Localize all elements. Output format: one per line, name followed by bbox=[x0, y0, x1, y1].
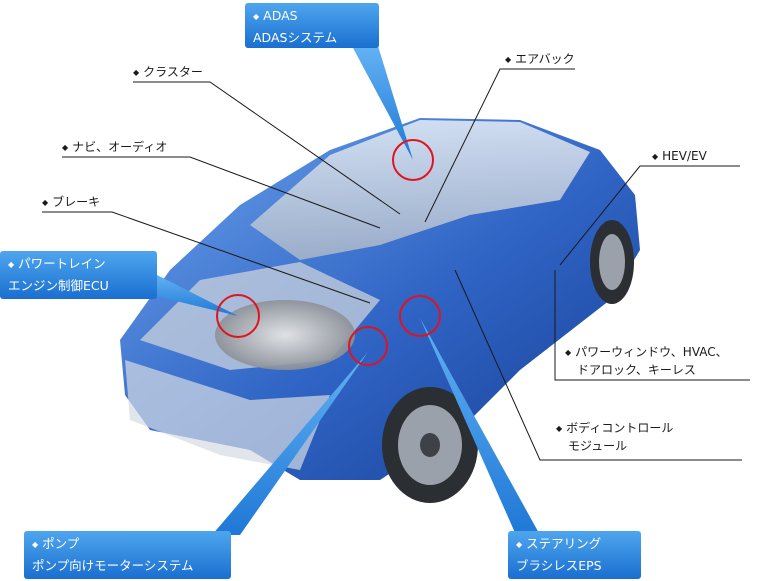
brake-leader bbox=[42, 211, 371, 304]
car-glass bbox=[250, 120, 590, 260]
cluster-label: ◆クラスター bbox=[133, 64, 203, 82]
pump-callout: ◆ポンプ ポンプ向けモーターシステム bbox=[24, 531, 231, 579]
navi-label: ◆ナビ、オーディオ bbox=[62, 139, 167, 157]
airbag-leader bbox=[424, 68, 575, 223]
bullet-icon: ◆ bbox=[42, 198, 49, 207]
pump-beam bbox=[212, 352, 368, 535]
powertrain-beam bbox=[155, 274, 238, 316]
hev-text: HEV/EV bbox=[662, 149, 707, 163]
steering-marker bbox=[399, 295, 441, 337]
bullet-icon: ◆ bbox=[253, 12, 260, 21]
airbag-text: エアバック bbox=[515, 52, 575, 66]
body-text-1: ボディコントロール bbox=[566, 421, 674, 435]
cluster-leader bbox=[133, 81, 401, 215]
pump-marker bbox=[348, 326, 388, 366]
rear-wheel bbox=[590, 220, 634, 304]
window-text-1: パワーウィンドウ、HVAC、 bbox=[575, 345, 728, 359]
steering-subtitle: ブラシレスEPS bbox=[516, 558, 602, 573]
bullet-icon: ◆ bbox=[516, 540, 523, 549]
pump-title: ポンプ bbox=[42, 536, 80, 551]
bullet-icon: ◆ bbox=[565, 348, 572, 357]
hev-leader bbox=[559, 165, 740, 266]
window-text-2: ドアロック、キーレス bbox=[577, 363, 696, 377]
adas-subtitle: ADASシステム bbox=[253, 30, 338, 45]
adas-title: ADAS bbox=[263, 8, 298, 23]
bullet-icon: ◆ bbox=[133, 68, 140, 77]
adas-beam bbox=[352, 46, 413, 160]
front-wheel bbox=[382, 387, 478, 503]
car-body-shape bbox=[120, 118, 640, 480]
steering-callout: ◆ステアリング ブラシレスEPS bbox=[508, 531, 641, 579]
bullet-icon: ◆ bbox=[62, 143, 69, 152]
bullet-icon: ◆ bbox=[8, 260, 15, 269]
hev-label: ◆HEV/EV bbox=[652, 148, 707, 166]
car-illustration bbox=[120, 118, 640, 503]
leader-lines bbox=[42, 68, 750, 461]
powertrain-marker bbox=[216, 294, 260, 338]
car-bumper bbox=[125, 360, 330, 470]
engine-block bbox=[215, 300, 355, 370]
body-text-2: モジュール bbox=[568, 439, 628, 453]
brake-label: ◆ブレーキ bbox=[42, 194, 100, 212]
airbag-label: ◆エアバック bbox=[505, 51, 575, 69]
adas-callout: ◆ADAS ADASシステム bbox=[245, 3, 379, 48]
powertrain-title: パワートレイン bbox=[18, 256, 106, 271]
steering-title: ステアリング bbox=[526, 536, 602, 551]
window-label: ◆パワーウィンドウ、HVAC、 ドアロック、キーレス bbox=[565, 344, 728, 379]
bullet-icon: ◆ bbox=[556, 424, 563, 433]
bullet-icon: ◆ bbox=[32, 540, 39, 549]
powertrain-subtitle: エンジン制御ECU bbox=[8, 278, 109, 293]
steering-beam bbox=[420, 318, 540, 535]
powertrain-callout: ◆パワートレイン エンジン制御ECU bbox=[0, 251, 157, 299]
body-control-label: ◆ボディコントロール モジュール bbox=[556, 420, 673, 455]
bullet-icon: ◆ bbox=[505, 55, 512, 64]
navi-text: ナビ、オーディオ bbox=[72, 140, 168, 154]
bullet-icon: ◆ bbox=[652, 152, 659, 161]
window-leader bbox=[554, 270, 750, 381]
body-leader bbox=[454, 269, 742, 461]
brake-text: ブレーキ bbox=[52, 195, 101, 209]
markers bbox=[216, 139, 441, 366]
pump-subtitle: ポンプ向けモーターシステム bbox=[32, 558, 194, 573]
navi-leader bbox=[62, 156, 381, 229]
cluster-text: クラスター bbox=[143, 65, 203, 79]
adas-marker bbox=[392, 139, 434, 181]
